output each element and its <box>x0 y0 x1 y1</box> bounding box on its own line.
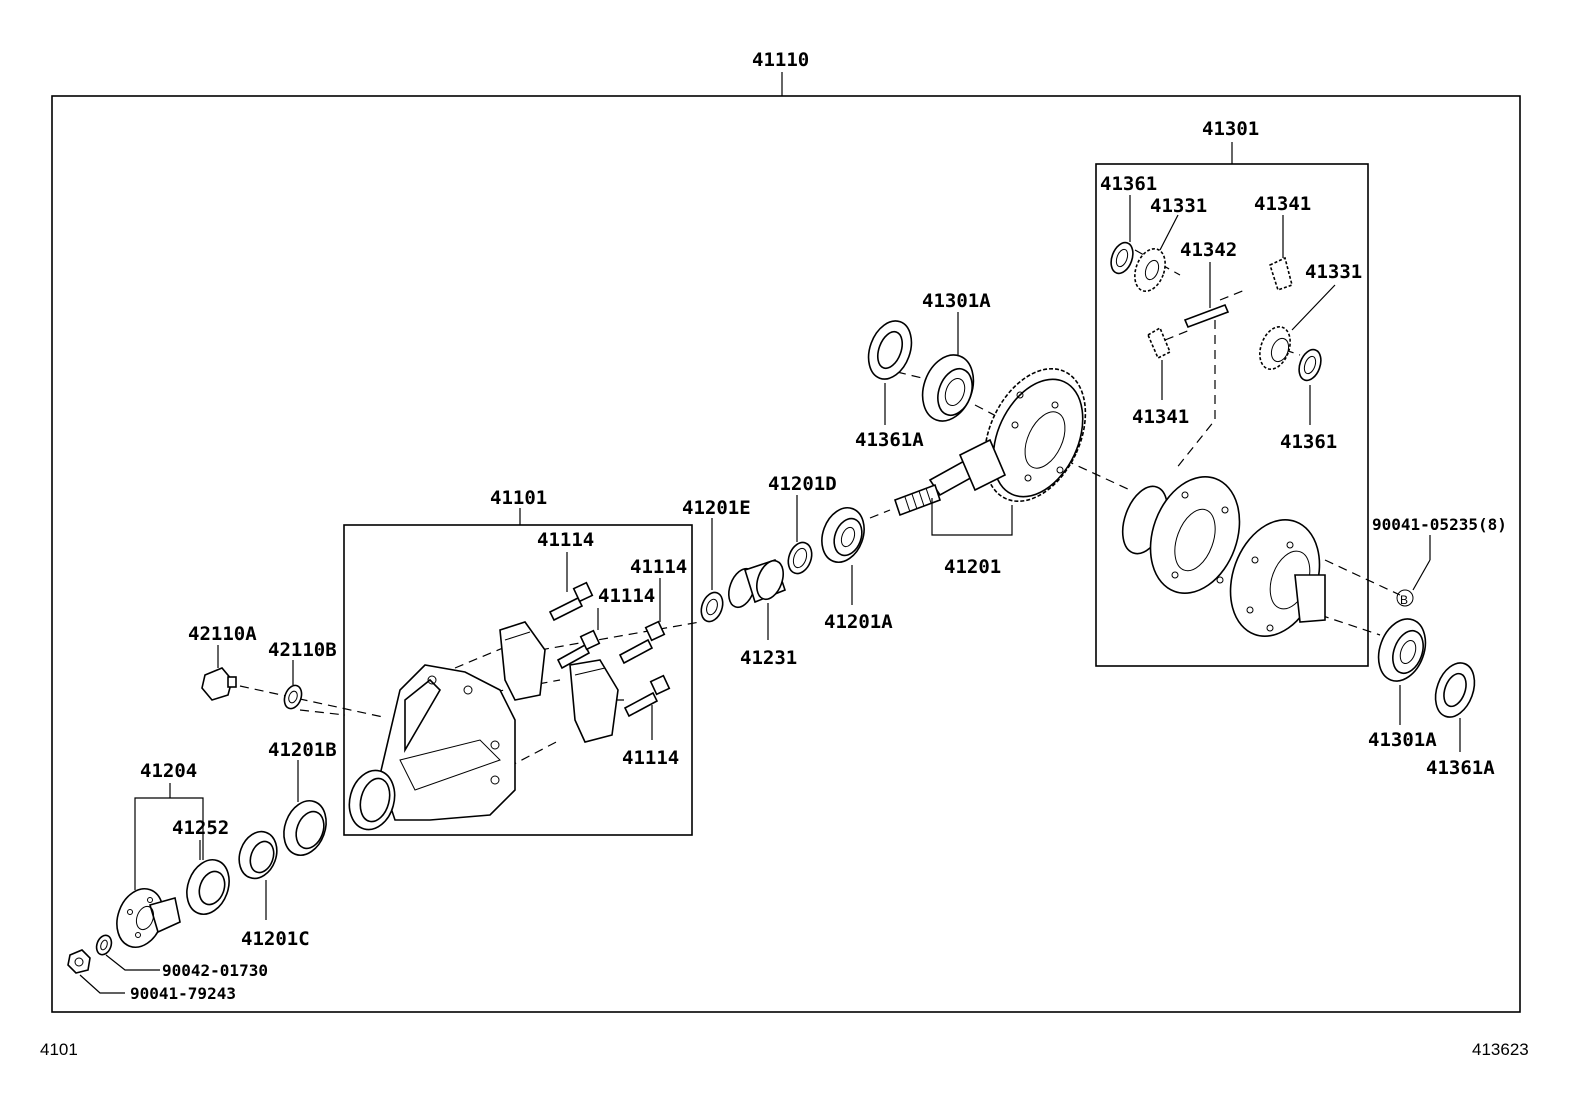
label-41114-b[interactable]: 41114 <box>598 585 655 607</box>
shim-41361A-lower[interactable] <box>1429 658 1482 723</box>
spacer-41201D[interactable] <box>784 539 816 577</box>
label-41341-lower[interactable]: 41341 <box>1132 406 1189 428</box>
collapsible-spacer-41231[interactable] <box>724 557 788 611</box>
label-41201B[interactable]: 41201B <box>268 739 337 761</box>
bearing-41301A-upper[interactable] <box>914 348 982 428</box>
ring-gear-41201[interactable] <box>965 353 1106 518</box>
label-41114-a[interactable]: 41114 <box>537 529 594 551</box>
label-41361-lower[interactable]: 41361 <box>1280 431 1337 453</box>
label-41341-upper[interactable]: 41341 <box>1254 193 1311 215</box>
label-90041-79243[interactable]: 90041-79243 <box>130 984 236 1003</box>
side-gear-41331-lower[interactable] <box>1254 323 1295 374</box>
label-41361A-upper[interactable]: 41361A <box>855 429 924 451</box>
bearing-41201A[interactable] <box>815 502 872 568</box>
label-41301A-upper[interactable]: 41301A <box>922 290 991 312</box>
label-41110[interactable]: 41110 <box>752 49 809 71</box>
pinion-gear-41341-upper[interactable] <box>1269 256 1293 292</box>
assembly-frame-41110 <box>51 95 1521 1013</box>
nut-90041-79243[interactable] <box>67 949 91 974</box>
companion-flange-41204[interactable] <box>109 882 181 953</box>
bearing-41301A-lower[interactable] <box>1370 612 1433 687</box>
oil-seal-41252[interactable] <box>180 854 237 920</box>
drive-pinion-41201[interactable] <box>893 438 1007 517</box>
label-42110A[interactable]: 42110A <box>188 623 257 645</box>
footer-right-ref: 413623 <box>1472 1040 1529 1059</box>
bearing-cap-upper[interactable] <box>499 621 546 701</box>
label-41361-upper[interactable]: 41361 <box>1100 173 1157 195</box>
bolt-41114-c[interactable] <box>618 620 666 665</box>
washer-41361-lower[interactable] <box>1295 347 1325 384</box>
bolt-41114-a[interactable] <box>548 581 594 622</box>
differential-case-41301[interactable] <box>1114 464 1335 648</box>
label-41331-upper[interactable]: 41331 <box>1150 195 1207 217</box>
gasket-42110B[interactable] <box>281 683 304 711</box>
label-41204[interactable]: 41204 <box>140 760 197 782</box>
pinion-shaft-41342[interactable] <box>1183 303 1230 329</box>
label-41114-c[interactable]: 41114 <box>630 556 687 578</box>
label-41201[interactable]: 41201 <box>944 556 1001 578</box>
carrier-housing-41101[interactable] <box>343 664 516 835</box>
label-41201C[interactable]: 41201C <box>241 928 310 950</box>
label-41252[interactable]: 41252 <box>172 817 229 839</box>
label-41331-lower[interactable]: 41331 <box>1305 261 1362 283</box>
label-41231[interactable]: 41231 <box>740 647 797 669</box>
label-90041-05235[interactable]: 90041-05235(8) <box>1372 515 1507 534</box>
label-41201E[interactable]: 41201E <box>682 497 751 519</box>
label-41114-d[interactable]: 41114 <box>622 747 679 769</box>
label-41101[interactable]: 41101 <box>490 487 547 509</box>
label-41201A[interactable]: 41201A <box>824 611 893 633</box>
label-41342[interactable]: 41342 <box>1180 239 1237 261</box>
label-90042-01730[interactable]: 90042-01730 <box>162 961 268 980</box>
washer-41201E[interactable] <box>697 589 726 624</box>
bolt-41114-b[interactable] <box>556 629 601 670</box>
bolt-41114-d[interactable] <box>623 674 671 718</box>
svg-text:B: B <box>1400 593 1408 607</box>
label-41301[interactable]: 41301 <box>1202 118 1259 140</box>
bearing-cap-lower[interactable] <box>569 659 619 743</box>
washer-90042-01730[interactable] <box>94 933 114 957</box>
pinion-gear-41341-lower[interactable] <box>1146 326 1172 360</box>
plug-42110A[interactable] <box>201 667 237 701</box>
shim-41361A-upper[interactable] <box>861 315 919 385</box>
bearing-race-41201C[interactable] <box>233 826 283 883</box>
assembly-frame-41101 <box>343 524 693 836</box>
label-41301A-lower[interactable]: 41301A <box>1368 729 1437 751</box>
bearing-41201B[interactable] <box>277 795 334 861</box>
footer-left-ref: 4101 <box>40 1040 78 1059</box>
callout-b[interactable]: B <box>1396 589 1414 607</box>
label-42110B[interactable]: 42110B <box>268 639 337 661</box>
label-41201D[interactable]: 41201D <box>768 473 837 495</box>
washer-41361-upper[interactable] <box>1107 240 1137 277</box>
side-gear-41331-upper[interactable] <box>1129 245 1170 296</box>
label-41361A-lower[interactable]: 41361A <box>1426 757 1495 779</box>
